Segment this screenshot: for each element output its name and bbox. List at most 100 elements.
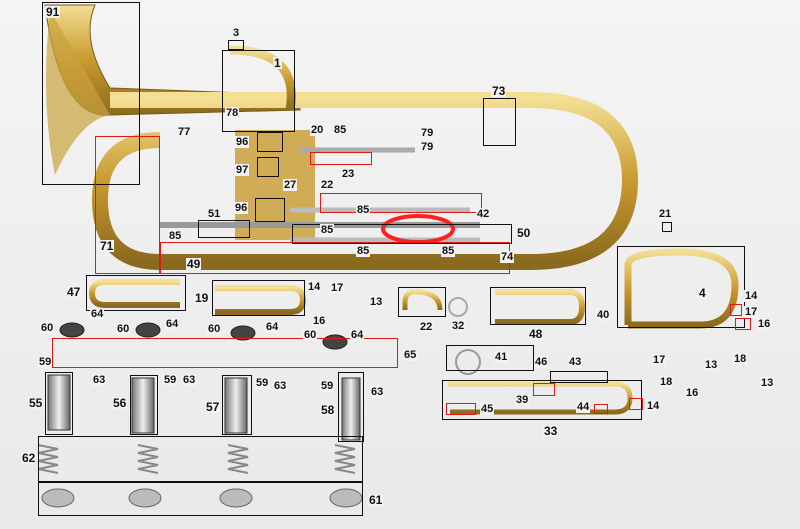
label-22: 22: [320, 179, 335, 191]
label-79b: 79: [420, 141, 435, 153]
label-91: 91: [45, 5, 61, 19]
label-64b: 64: [165, 318, 180, 330]
label-63c: 63: [273, 380, 288, 392]
crook-22: [402, 289, 443, 311]
label-59b: 59: [163, 374, 178, 386]
label-16c: 16: [685, 387, 700, 399]
label-17b: 17: [744, 306, 759, 318]
label-73: 73: [491, 84, 507, 98]
box-97: [257, 157, 279, 177]
label-17a: 17: [330, 282, 345, 294]
label-14c: 14: [646, 400, 661, 412]
box-41: [446, 345, 534, 371]
box-4: [617, 246, 745, 328]
label-59a: 59: [38, 356, 53, 368]
box-73: [483, 98, 516, 146]
label-16b: 16: [312, 315, 327, 327]
label-23: 23: [341, 168, 356, 180]
label-18a: 18: [733, 353, 748, 365]
label-13a: 13: [369, 296, 384, 308]
label-13c: 13: [760, 377, 775, 389]
label-60a: 60: [40, 322, 55, 334]
rbox-42: [320, 193, 482, 213]
rbox-23: [310, 152, 372, 165]
label-59d: 59: [320, 380, 335, 392]
crook-19: [215, 285, 307, 315]
label-85f: 85: [441, 245, 456, 257]
label-49: 49: [186, 257, 202, 271]
label-14b: 14: [744, 290, 759, 302]
box-61: [38, 482, 363, 516]
label-13b: 13: [704, 359, 719, 371]
label-63a: 63: [92, 374, 107, 386]
label-59c: 59: [255, 377, 270, 389]
label-85d: 85: [168, 230, 183, 242]
label-46: 46: [534, 356, 549, 368]
rbox-17: [735, 318, 751, 330]
label-61: 61: [368, 493, 384, 507]
box-55: [45, 372, 73, 435]
label-22b: 22: [419, 321, 434, 333]
label-85e: 85: [356, 245, 371, 257]
label-19: 19: [194, 291, 210, 305]
label-58: 58: [320, 403, 336, 417]
crook-47: [88, 279, 180, 308]
label-85: 85: [333, 124, 348, 136]
box-62: [38, 436, 363, 482]
label-64c: 64: [265, 321, 280, 333]
box-22: [398, 287, 446, 317]
label-74: 74: [500, 251, 515, 263]
label-78: 78: [225, 107, 240, 119]
label-79a: 79: [420, 127, 435, 139]
crook-4: [624, 248, 739, 329]
box-96b: [255, 198, 285, 222]
label-18b: 18: [659, 376, 674, 388]
label-3: 3: [232, 27, 241, 39]
box-50: [292, 224, 512, 244]
rbox-49: [160, 242, 510, 274]
label-21: 21: [658, 208, 673, 220]
label-63d: 63: [370, 386, 385, 398]
box-96a: [257, 132, 283, 152]
label-64d: 64: [350, 329, 365, 341]
label-63b: 63: [182, 374, 197, 386]
box-91: [42, 2, 140, 185]
label-97: 97: [235, 164, 250, 176]
box-33: [442, 380, 642, 420]
rbox-44: [594, 404, 608, 414]
box-47: [86, 275, 186, 311]
label-60b: 60: [116, 323, 131, 335]
label-45: 45: [480, 403, 495, 415]
label-77: 77: [177, 126, 192, 138]
label-55: 55: [28, 396, 44, 410]
box-51: [198, 220, 250, 238]
label-20: 20: [310, 124, 325, 136]
label-48: 48: [528, 327, 544, 341]
box-58: [338, 372, 364, 442]
label-17c: 17: [652, 354, 667, 366]
label-57: 57: [205, 400, 221, 414]
label-41: 41: [494, 351, 509, 363]
label-47: 47: [66, 285, 82, 299]
label-50: 50: [516, 226, 532, 240]
label-71: 71: [99, 239, 115, 253]
rbox-45: [446, 403, 476, 415]
label-85b: 85: [356, 204, 371, 216]
box-21: [662, 222, 672, 232]
label-14a: 14: [307, 281, 322, 293]
label-32: 32: [451, 320, 466, 332]
box-1: [222, 50, 295, 132]
label-96b: 96: [234, 202, 249, 214]
label-43: 43: [568, 356, 583, 368]
label-44: 44: [576, 401, 591, 413]
rbox-14b: [730, 304, 742, 316]
label-1: 1: [273, 56, 282, 70]
rbox-39: [533, 383, 555, 396]
box-3: [228, 40, 244, 50]
label-51: 51: [207, 208, 222, 220]
label-33: 33: [543, 424, 559, 438]
label-60c: 60: [207, 323, 222, 335]
rbox-14: [629, 398, 643, 410]
label-64a: 64: [90, 308, 105, 320]
